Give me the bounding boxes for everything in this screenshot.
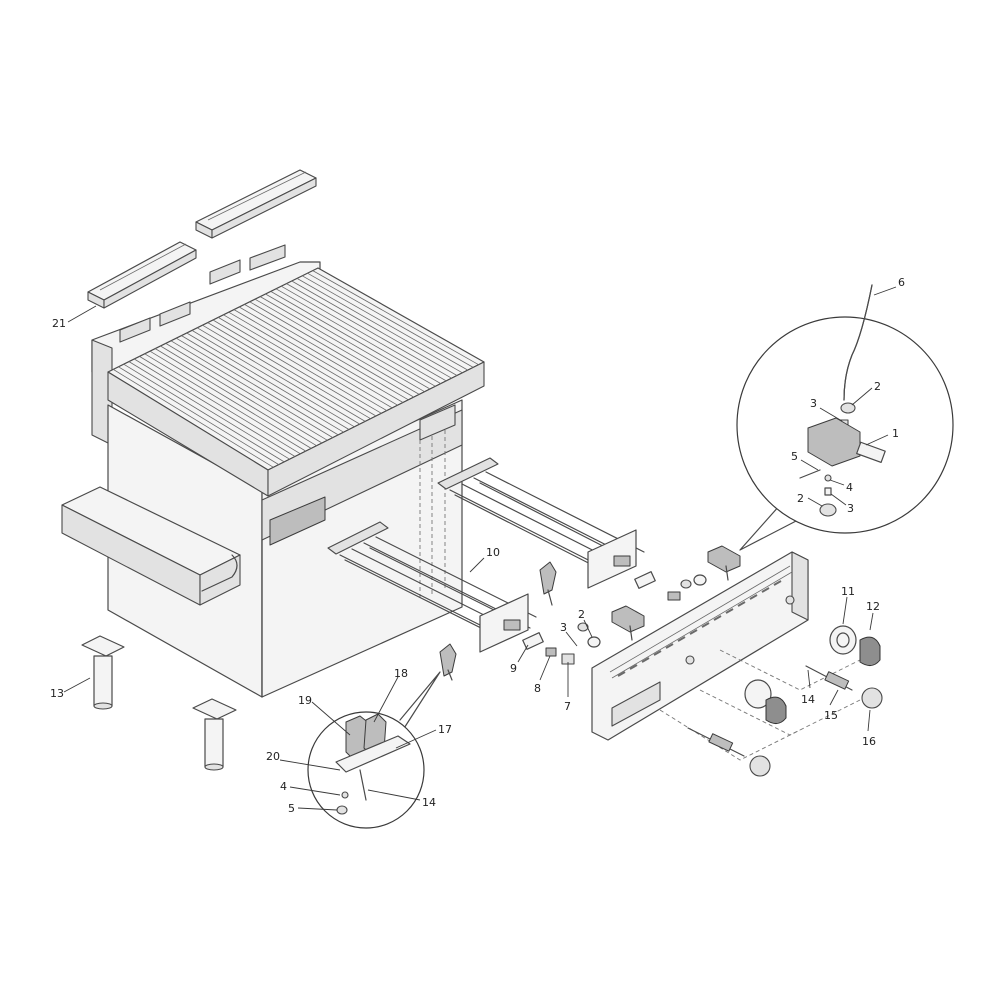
callout-label: 21 [52, 317, 66, 330]
back-rails [87, 169, 317, 309]
callout-label: 14 [422, 796, 436, 809]
burner-left [327, 521, 537, 653]
callout-label: 7 [564, 700, 571, 713]
callout-label: 14 [801, 693, 815, 706]
callout-leaders [63, 286, 897, 811]
callout-label: 16 [862, 735, 876, 748]
callout-label: 20 [266, 750, 280, 763]
callout-label: 3 [560, 621, 567, 634]
control-panel [591, 551, 861, 761]
callout-label: 4 [280, 780, 287, 793]
callout-label: 17 [438, 723, 452, 736]
detail-gas-valve [736, 284, 954, 551]
callout-label: 5 [288, 802, 295, 815]
small-parts [439, 545, 741, 681]
detail-pilot-burner [307, 671, 441, 829]
callout-labels: 1 2 3 2 3 4 5 6 2 3 7 8 9 10 11 12 13 14… [50, 276, 905, 815]
callout-label: 2 [874, 380, 881, 393]
callout-label: 19 [298, 694, 312, 707]
drip-tray [61, 486, 241, 606]
callout-label: 15 [824, 709, 838, 722]
burner-right [437, 457, 645, 589]
callout-label: 4 [846, 481, 853, 494]
callout-label: 13 [50, 687, 64, 700]
callout-label: 6 [898, 276, 905, 289]
knobs [687, 625, 883, 777]
grill-body [91, 244, 485, 698]
callout-label: 18 [394, 667, 408, 680]
adjustable-feet [81, 635, 237, 771]
callout-label: 2 [797, 492, 804, 505]
callout-label: 10 [486, 546, 500, 559]
callout-label: 3 [847, 502, 854, 515]
callout-label: 12 [866, 600, 880, 613]
callout-label: 3 [810, 397, 817, 410]
callout-label: 5 [791, 450, 798, 463]
callout-label: 11 [841, 585, 855, 598]
callout-label: 1 [892, 427, 899, 440]
callout-label: 2 [578, 608, 585, 621]
callout-label: 8 [534, 682, 541, 695]
callout-label: 9 [510, 662, 517, 675]
